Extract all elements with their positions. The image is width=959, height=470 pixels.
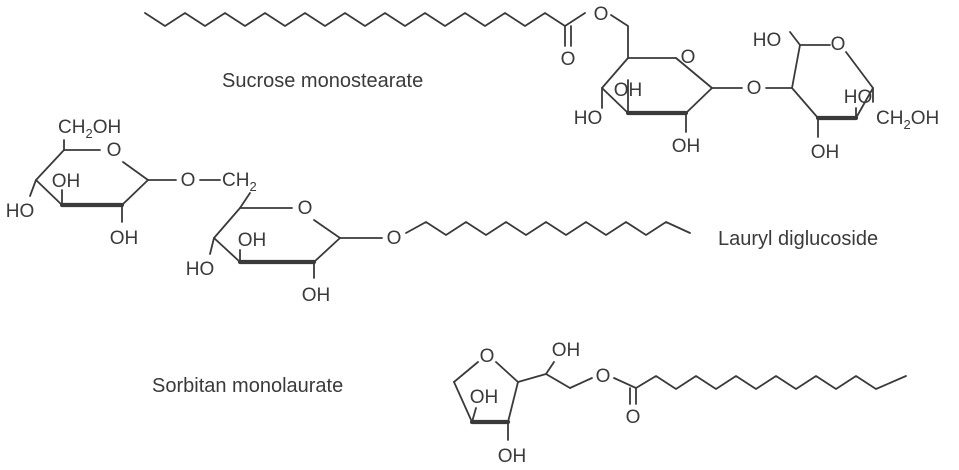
glucose-ring-edge bbox=[213, 207, 241, 239]
carbonyl-oxygen: O bbox=[561, 49, 576, 70]
glucose-ring-oxygen: O bbox=[681, 47, 696, 68]
hydroxyl-group: OH bbox=[470, 387, 499, 408]
glucose-ring-edge bbox=[35, 179, 63, 206]
fructose-ring-edge bbox=[791, 87, 819, 119]
glucose-ring-oxygen: O bbox=[298, 198, 313, 219]
hydroxyl-group: OH bbox=[811, 142, 840, 163]
glucose-ring-edge bbox=[601, 87, 629, 114]
hydroxyl-group: OH bbox=[672, 136, 701, 157]
glucose-ring-edge bbox=[121, 179, 149, 206]
ring-edge bbox=[453, 361, 479, 383]
hydroxyl-group: OH bbox=[52, 171, 81, 192]
ring-edge bbox=[495, 361, 519, 383]
side-chain-bond bbox=[545, 373, 571, 389]
compound-name-sorbitan-monolaurate: Sorbitan monolaurate bbox=[152, 375, 343, 397]
ring-edge bbox=[507, 381, 519, 423]
fructose-ring-oxygen: O bbox=[831, 34, 846, 55]
hydroxyl-group: HO bbox=[844, 87, 873, 108]
fructose-ring-edge bbox=[845, 51, 874, 89]
glucose-ring-edge bbox=[35, 149, 65, 181]
glucose-ring-edge bbox=[122, 161, 149, 181]
hydroxyl-group: HO bbox=[186, 259, 215, 280]
sucrose-monostearate-structure: O O O OH HO OH O O HO OH bbox=[144, 4, 939, 163]
glucose-ring-edge bbox=[313, 237, 341, 263]
ether-oxygen: O bbox=[387, 228, 402, 249]
glucose-ring-oxygen: O bbox=[107, 140, 122, 161]
lauryl-diglucoside-structure: CH2OH O OH HO OH O CH2 O OH HO bbox=[6, 117, 691, 306]
oh-bond bbox=[209, 237, 215, 255]
fructose-ring-edge bbox=[855, 87, 874, 119]
glycosidic-oxygen: O bbox=[747, 78, 762, 99]
ester-oxygen: O bbox=[596, 366, 611, 387]
hydroxyl-group: HO bbox=[574, 108, 603, 129]
hydroxyl-group: OH bbox=[238, 230, 267, 251]
compound-name-sucrose-monostearate: Sucrose monostearate bbox=[222, 70, 423, 92]
sorbitan-monolaurate-structure: O OH OH OH O O bbox=[453, 340, 907, 467]
ester-oxygen: O bbox=[594, 4, 609, 25]
hydroxymethyl-group: CH2OH bbox=[58, 117, 121, 141]
side-chain-bond bbox=[569, 377, 593, 389]
hydroxyl-group: OH bbox=[498, 446, 527, 467]
glucose-ring-edge bbox=[601, 57, 629, 89]
oh-bond bbox=[545, 361, 555, 375]
ester-bond bbox=[613, 377, 637, 389]
stearate-chain bbox=[144, 12, 586, 27]
oh-bond bbox=[29, 179, 37, 197]
ring-attachment-bond bbox=[239, 192, 251, 209]
compound-name-lauryl-diglucoside: Lauryl diglucoside bbox=[718, 228, 878, 250]
ch2oh-bond bbox=[789, 31, 801, 46]
glucose-ring-edge bbox=[213, 237, 241, 263]
lauryl-chain bbox=[405, 221, 691, 236]
carbonyl-oxygen: O bbox=[626, 407, 641, 428]
hydroxyl-group: HO bbox=[753, 30, 782, 51]
ring-edge bbox=[453, 381, 473, 423]
hydroxyl-group: HO bbox=[6, 201, 35, 222]
laurate-chain bbox=[635, 375, 907, 390]
hydroxymethyl-group: CH2OH bbox=[876, 108, 939, 132]
glucose-ring-edge bbox=[685, 87, 713, 114]
methylene-group: CH2 bbox=[222, 170, 257, 194]
glycosidic-oxygen: O bbox=[181, 170, 196, 191]
side-chain-bond bbox=[517, 373, 547, 383]
hydroxyl-group: OH bbox=[302, 285, 331, 306]
glucose-ring-edge bbox=[313, 219, 341, 239]
glucose-ring-edge bbox=[675, 57, 713, 89]
oh-bond bbox=[471, 407, 477, 423]
hydroxyl-group: OH bbox=[552, 340, 581, 361]
ring-oxygen: O bbox=[480, 346, 495, 367]
hydroxyl-group: OH bbox=[614, 80, 643, 101]
hydroxyl-group: OH bbox=[110, 228, 139, 249]
fructose-ring-edge bbox=[791, 44, 801, 89]
ester-linker bbox=[610, 14, 629, 59]
